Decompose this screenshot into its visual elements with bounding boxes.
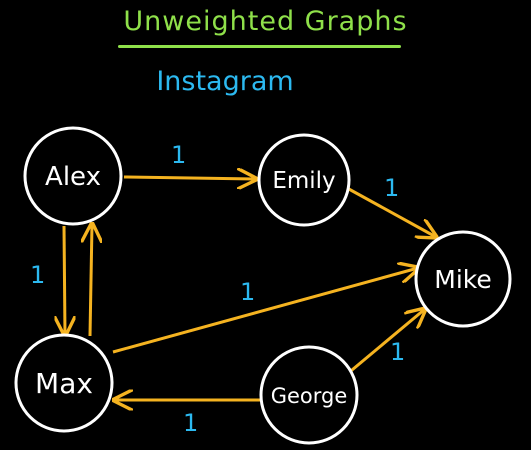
node-alex-label: Alex (45, 162, 101, 192)
node-george-circle (259, 345, 359, 445)
node-alex-circle (23, 126, 123, 226)
node-mike-circle (414, 230, 512, 328)
title-underline (118, 45, 401, 48)
node-alex: Alex (23, 126, 123, 226)
node-george: George (259, 345, 359, 445)
page-title: Unweighted Graphs (123, 6, 408, 37)
edge-label-emily-mike: 1 (384, 174, 399, 202)
node-emily-circle (257, 133, 351, 227)
edge-max-alex (90, 224, 92, 337)
node-max-label: Max (35, 367, 93, 400)
edges (64, 177, 436, 400)
node-emily: Emily (257, 133, 351, 227)
node-max: Max (14, 333, 114, 433)
edge-label-max-mike: 1 (240, 278, 255, 306)
node-mike: Mike (414, 230, 512, 328)
edge-alex-max (64, 225, 65, 335)
node-mike-label: Mike (434, 265, 491, 294)
edge-alex-emily (123, 177, 256, 179)
edge-label-george-mike: 1 (390, 338, 405, 366)
edge-label-george-max: 1 (183, 409, 198, 437)
edge-label-alex-emily: 1 (171, 141, 186, 169)
node-george-label: George (271, 384, 348, 408)
edge-label-alex-max: 1 (30, 261, 45, 289)
page-subtitle: Instagram (156, 66, 294, 97)
edge-emily-mike (346, 186, 436, 237)
node-emily-label: Emily (272, 168, 335, 194)
node-max-circle (14, 333, 114, 433)
edge-labels: 1 1 1 1 1 1 (30, 141, 405, 437)
edge-george-mike (345, 309, 425, 377)
edge-max-mike (112, 268, 418, 354)
